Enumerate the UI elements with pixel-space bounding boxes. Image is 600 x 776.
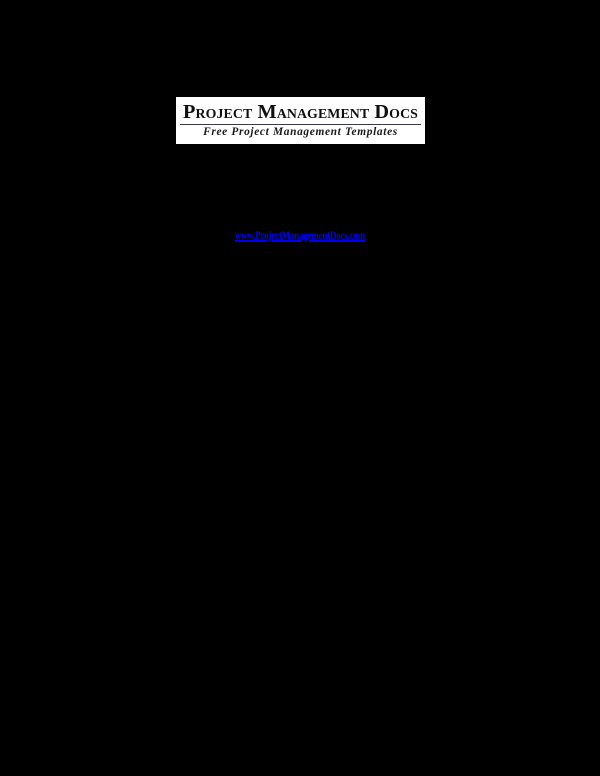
logo-divider-rule — [180, 124, 421, 125]
site-logo-banner: Project Management Docs Free Project Man… — [176, 97, 425, 144]
site-logo-title: Project Management Docs — [182, 101, 418, 123]
site-logo-tagline: Free Project Management Templates — [203, 126, 398, 138]
website-link-row: www.ProjectManagementDocs.com — [0, 226, 600, 244]
website-link[interactable]: www.ProjectManagementDocs.com — [234, 228, 366, 242]
